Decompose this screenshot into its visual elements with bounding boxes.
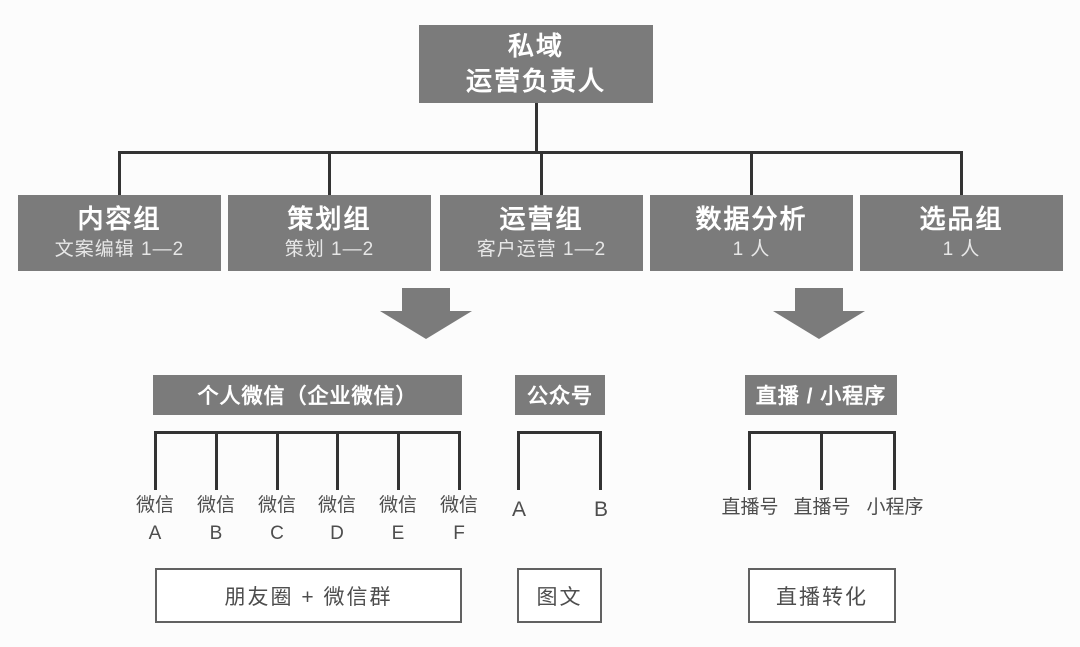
leaf-line1: 小程序: [866, 497, 924, 518]
wechat-tree-vline-4: [336, 431, 339, 490]
channel-header-label: 公众号: [527, 385, 593, 408]
wechat-tree-hline: [154, 431, 461, 434]
leaf-line1: 微信: [378, 495, 417, 516]
dept-title: 策划组: [287, 204, 372, 234]
wechat-tree-vline-6: [458, 431, 461, 490]
leaf-line2: B: [209, 523, 223, 544]
footer-box-articles: 图文: [517, 568, 602, 623]
wechat-tree-vline-3: [276, 431, 279, 490]
channel-header-label: 个人微信（企业微信）: [197, 385, 418, 408]
branch-vline-2: [328, 151, 331, 195]
root-title-line1: 私域: [507, 31, 564, 61]
wechat-account-label: 微信 A: [123, 492, 187, 548]
dept-title: 选品组: [919, 204, 1004, 234]
dept-box-product-selection: 选品组 1 人: [860, 195, 1063, 271]
leaf-line1: 直播号: [721, 497, 779, 518]
leaf-line1: 微信: [196, 495, 235, 516]
leaf-line1: B: [593, 498, 608, 521]
footer-label: 图文: [536, 585, 583, 609]
wechat-account-label: 微信 D: [305, 492, 369, 548]
channel-header-label: 直播 / 小程序: [755, 385, 887, 408]
channel-header-personal-wechat: 个人微信（企业微信）: [153, 375, 462, 415]
wechat-account-label: 微信 F: [427, 492, 491, 548]
root-box: 私域 运营负责人: [419, 25, 653, 103]
branch-vline-3: [540, 151, 543, 195]
wechat-account-label: 微信 C: [245, 492, 309, 548]
leaf-line1: 微信: [317, 495, 356, 516]
leaf-line2: A: [148, 523, 162, 544]
oa-tree-vline-2: [599, 431, 602, 490]
branch-vline-4: [750, 151, 753, 195]
dept-subtitle: 1 人: [732, 239, 771, 260]
down-arrow-icon: [380, 311, 472, 339]
dept-subtitle: 文案编辑 1—2: [54, 239, 185, 260]
leaf-line1: 微信: [439, 495, 478, 516]
live-tree-vline-2: [820, 431, 823, 490]
footer-box-moments-groups: 朋友圈 + 微信群: [155, 568, 462, 623]
channel-header-official-account: 公众号: [515, 375, 605, 415]
dept-subtitle: 1 人: [942, 239, 981, 260]
leaf-line1: 微信: [257, 495, 296, 516]
live-account-label: 小程序: [856, 494, 934, 522]
dept-title: 内容组: [77, 204, 162, 234]
dept-title: 运营组: [499, 204, 584, 234]
leaf-line1: 微信: [135, 495, 174, 516]
leaf-line1: A: [511, 498, 526, 521]
trunk-line: [535, 103, 538, 152]
dept-box-operations: 运营组 客户运营 1—2: [440, 195, 643, 271]
oa-tree-vline-1: [517, 431, 520, 490]
dept-box-planning: 策划组 策划 1—2: [228, 195, 431, 271]
wechat-tree-vline-5: [397, 431, 400, 490]
down-arrow-icon: [795, 288, 843, 312]
dept-title: 数据分析: [695, 204, 808, 234]
branch-vline-1: [118, 151, 121, 195]
root-title-line2: 运营负责人: [465, 66, 606, 96]
branch-vline-5: [960, 151, 963, 195]
dept-subtitle: 策划 1—2: [284, 239, 375, 260]
leaf-line2: D: [330, 523, 344, 544]
leaf-line2: E: [391, 523, 405, 544]
wechat-account-label: 微信 B: [184, 492, 248, 548]
dept-box-content: 内容组 文案编辑 1—2: [18, 195, 221, 271]
dept-subtitle: 客户运营 1—2: [476, 239, 607, 260]
live-tree-vline-1: [748, 431, 751, 490]
leaf-line2: C: [270, 523, 284, 544]
footer-label: 直播转化: [776, 585, 868, 609]
wechat-tree-vline-1: [154, 431, 157, 490]
wechat-tree-vline-2: [215, 431, 218, 490]
wechat-account-label: 微信 E: [366, 492, 430, 548]
live-account-label: 直播号: [783, 494, 861, 522]
oa-account-label: B: [580, 496, 622, 524]
footer-label: 朋友圈 + 微信群: [224, 585, 393, 609]
leaf-line2: F: [453, 523, 465, 544]
channel-header-live-miniprogram: 直播 / 小程序: [745, 375, 897, 415]
oa-account-label: A: [498, 496, 540, 524]
footer-box-live-conversion: 直播转化: [748, 568, 896, 623]
live-tree-vline-3: [893, 431, 896, 490]
dept-box-data-analysis: 数据分析 1 人: [650, 195, 853, 271]
down-arrow-icon: [402, 288, 450, 312]
down-arrow-icon: [773, 311, 865, 339]
oa-tree-hline: [517, 431, 602, 434]
leaf-line1: 直播号: [793, 497, 851, 518]
live-account-label: 直播号: [711, 494, 789, 522]
